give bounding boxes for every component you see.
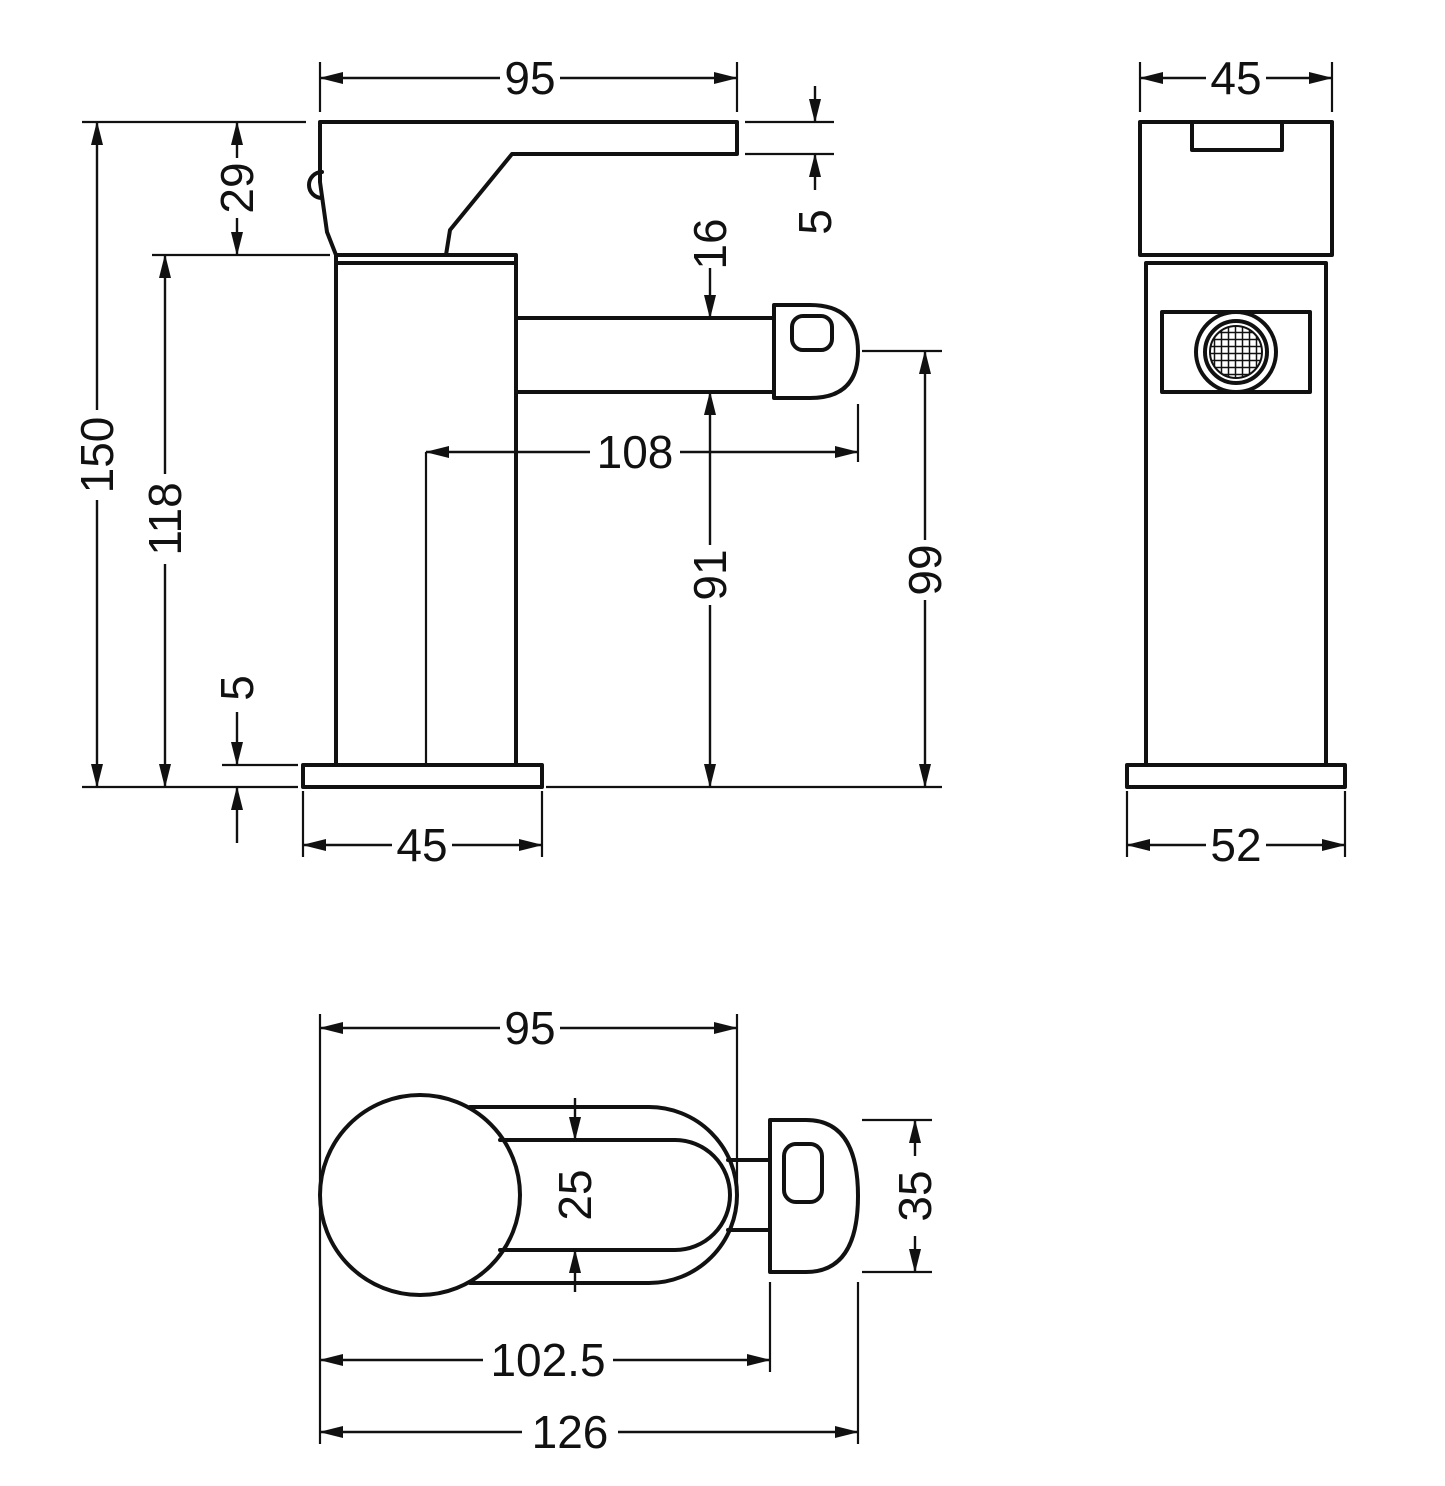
top-nozzle-detail (782, 1142, 824, 1204)
dimension-side-spout-height: 16 (684, 218, 736, 319)
front-aerator-outer-ring (1194, 310, 1278, 394)
dim-side-overall-height: 150 (71, 417, 123, 494)
dimension-side-spout-underside-height: 91 (684, 391, 736, 788)
dim-side-lever-thickness: 5 (789, 209, 841, 235)
dimension-side-base-width: 45 (301, 791, 544, 871)
side-nozzle-outline (772, 303, 860, 400)
side-handle-indicator-button (307, 170, 324, 200)
dim-top-lever-width: 25 (549, 1169, 601, 1220)
front-lever-outline (1138, 120, 1334, 257)
dim-side-handle-height: 29 (211, 162, 263, 213)
top-view: 95 25 35 102.5 (318, 1002, 941, 1458)
side-lever-outline (318, 120, 739, 257)
dimension-side-body-height: 118 (139, 254, 191, 788)
front-lever-detail (1190, 120, 1284, 152)
dimension-side-overall-height: 150 (71, 121, 298, 789)
dim-side-spout-reach: 108 (597, 426, 674, 478)
dimension-top-lever-width: 25 (549, 1098, 601, 1292)
dim-side-lever-length: 95 (504, 52, 555, 104)
side-base-outline (301, 763, 544, 789)
dimension-front-top-width: 45 (1138, 52, 1334, 112)
front-view: 45 52 (1125, 52, 1347, 871)
dim-side-spout-underside-height: 91 (684, 549, 736, 600)
dimension-side-lever-length: 95 (318, 52, 739, 112)
dimension-side-spout-centre-height: 99 (546, 349, 951, 789)
dim-side-spout-centre-height: 99 (899, 544, 951, 595)
dim-side-base-thickness: 5 (211, 675, 263, 701)
side-dimensions: 95 29 5 16 (71, 52, 951, 871)
dimension-side-lever-thickness: 5 (745, 86, 841, 235)
front-dimensions: 45 52 (1125, 52, 1347, 871)
dimension-front-base-width: 52 (1125, 791, 1347, 871)
top-lever-outline (468, 1105, 739, 1285)
top-dimensions: 95 25 35 102.5 (318, 1002, 941, 1458)
side-view: 95 29 5 16 (71, 52, 951, 871)
dimension-top-lever-length: 95 (318, 1002, 739, 1192)
top-body-circle (318, 1093, 522, 1297)
front-base-outline (1125, 763, 1347, 789)
dim-top-overall-length: 126 (532, 1406, 609, 1458)
dim-top-spout-reach: 102.5 (490, 1334, 605, 1386)
dim-top-lever-length: 95 (504, 1002, 555, 1054)
dim-side-body-height: 118 (139, 482, 191, 555)
dimension-top-spout-reach: 102.5 (318, 1205, 772, 1444)
top-faucet-outline (318, 1093, 860, 1297)
front-aerator-inner-ring (1203, 319, 1269, 385)
dim-side-base-width: 45 (396, 819, 447, 871)
dimension-top-nozzle-width: 35 (862, 1118, 941, 1274)
side-faucet-outline (301, 120, 860, 789)
dimension-side-base-thickness: 5 (211, 675, 298, 843)
side-nozzle-detail (790, 314, 834, 352)
dimension-side-spout-reach: 108 (424, 404, 860, 765)
front-faucet-outline (1125, 120, 1347, 789)
dim-front-base-width: 52 (1210, 819, 1261, 871)
dim-side-spout-height: 16 (684, 218, 736, 269)
dim-top-nozzle-width: 35 (889, 1170, 941, 1221)
dimension-top-overall-length: 126 (319, 1282, 860, 1458)
dim-front-top-width: 45 (1210, 52, 1261, 104)
front-aerator-mesh (1209, 325, 1263, 379)
top-nozzle-outline (768, 1118, 860, 1274)
dimension-side-handle-height: 29 (82, 120, 330, 257)
top-lever-inner-contour (498, 1138, 732, 1252)
